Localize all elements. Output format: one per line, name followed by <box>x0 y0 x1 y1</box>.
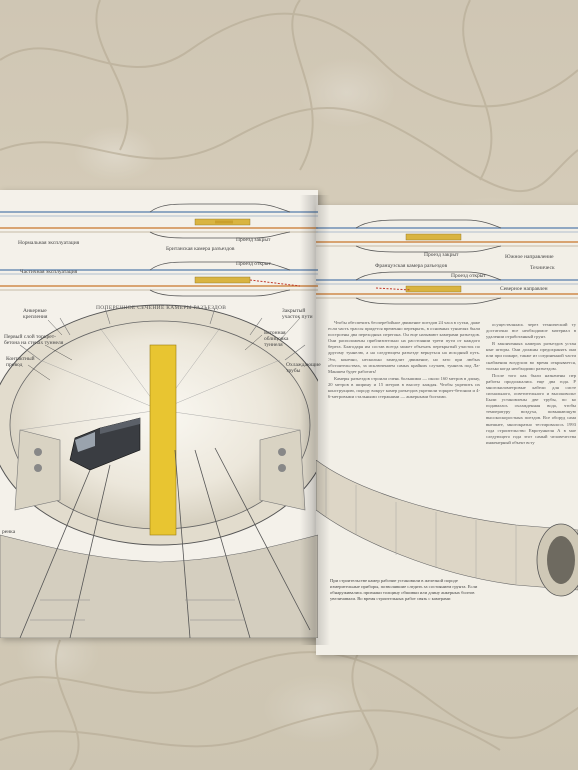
label-technical: Техническ <box>530 265 555 271</box>
paragraph: В законченных камерах разъездов устан ны… <box>486 341 576 371</box>
train-icon <box>69 417 141 471</box>
label-french-chamber: Французская камера разъездов <box>375 263 448 269</box>
section-title: ПОПЕРЕЧНОЕ СЕЧЕНИЕ КАМЕРЫ РАЗЪЕЗДОВ <box>96 305 227 311</box>
tunnel-segment-illustration <box>316 460 578 597</box>
callout-anchors: Анкерные крепления <box>23 308 48 320</box>
tunnel-cross-section-illustration <box>0 304 318 638</box>
paragraph: осуществлялась через технический ту дост… <box>486 322 576 340</box>
label-south-direction: Южное направление <box>505 254 554 260</box>
track-diagram-left <box>0 203 318 297</box>
paragraph: Камеры разъездов строили очень большими … <box>328 375 480 400</box>
page-gutter <box>300 195 330 645</box>
track-row-partial <box>0 261 318 297</box>
paragraph: После того как были назначены пер работы… <box>486 372 576 445</box>
callout-cooling-pipes: Охлаждающие трубы <box>286 362 321 374</box>
label-pass-open-left: Проезд открыт <box>236 261 271 267</box>
label-pass-open-right: Проезд открыт <box>451 273 486 279</box>
bottom-note: При строительстве камер рабочие установи… <box>330 578 478 602</box>
track-row-normal <box>0 203 318 239</box>
text-column-1: Чтобы обеспечить бесперебойное движение … <box>328 320 480 401</box>
callout-concrete-lining: Бетонная облицовка туннеля <box>264 330 289 348</box>
callout-contact-wire: Контактный провод <box>6 356 35 368</box>
label-british-chamber: Британская камера разъездов <box>166 246 235 252</box>
label-partial-operation: Частичная эксплуатация <box>20 269 78 275</box>
callout-left-edge: ренка <box>2 529 16 535</box>
label-pass-closed-left: Проезд закрыт <box>236 237 271 243</box>
paragraph: Чтобы обеспечить бесперебойное движение … <box>328 320 480 374</box>
text-column-2: осуществлялась через технический ту дост… <box>486 322 576 447</box>
callout-closed-track: Закрытый участок пути <box>282 308 313 320</box>
label-north-direction: Северное направлен <box>500 286 548 292</box>
callout-first-layer: Первый слой торкрет-бетона на стенах тун… <box>4 334 64 346</box>
label-pass-closed-right: Проезд закрыт <box>424 252 459 258</box>
label-normal-operation: Нормальная эксплуатация <box>18 240 80 246</box>
track-diagram-right <box>316 219 578 305</box>
